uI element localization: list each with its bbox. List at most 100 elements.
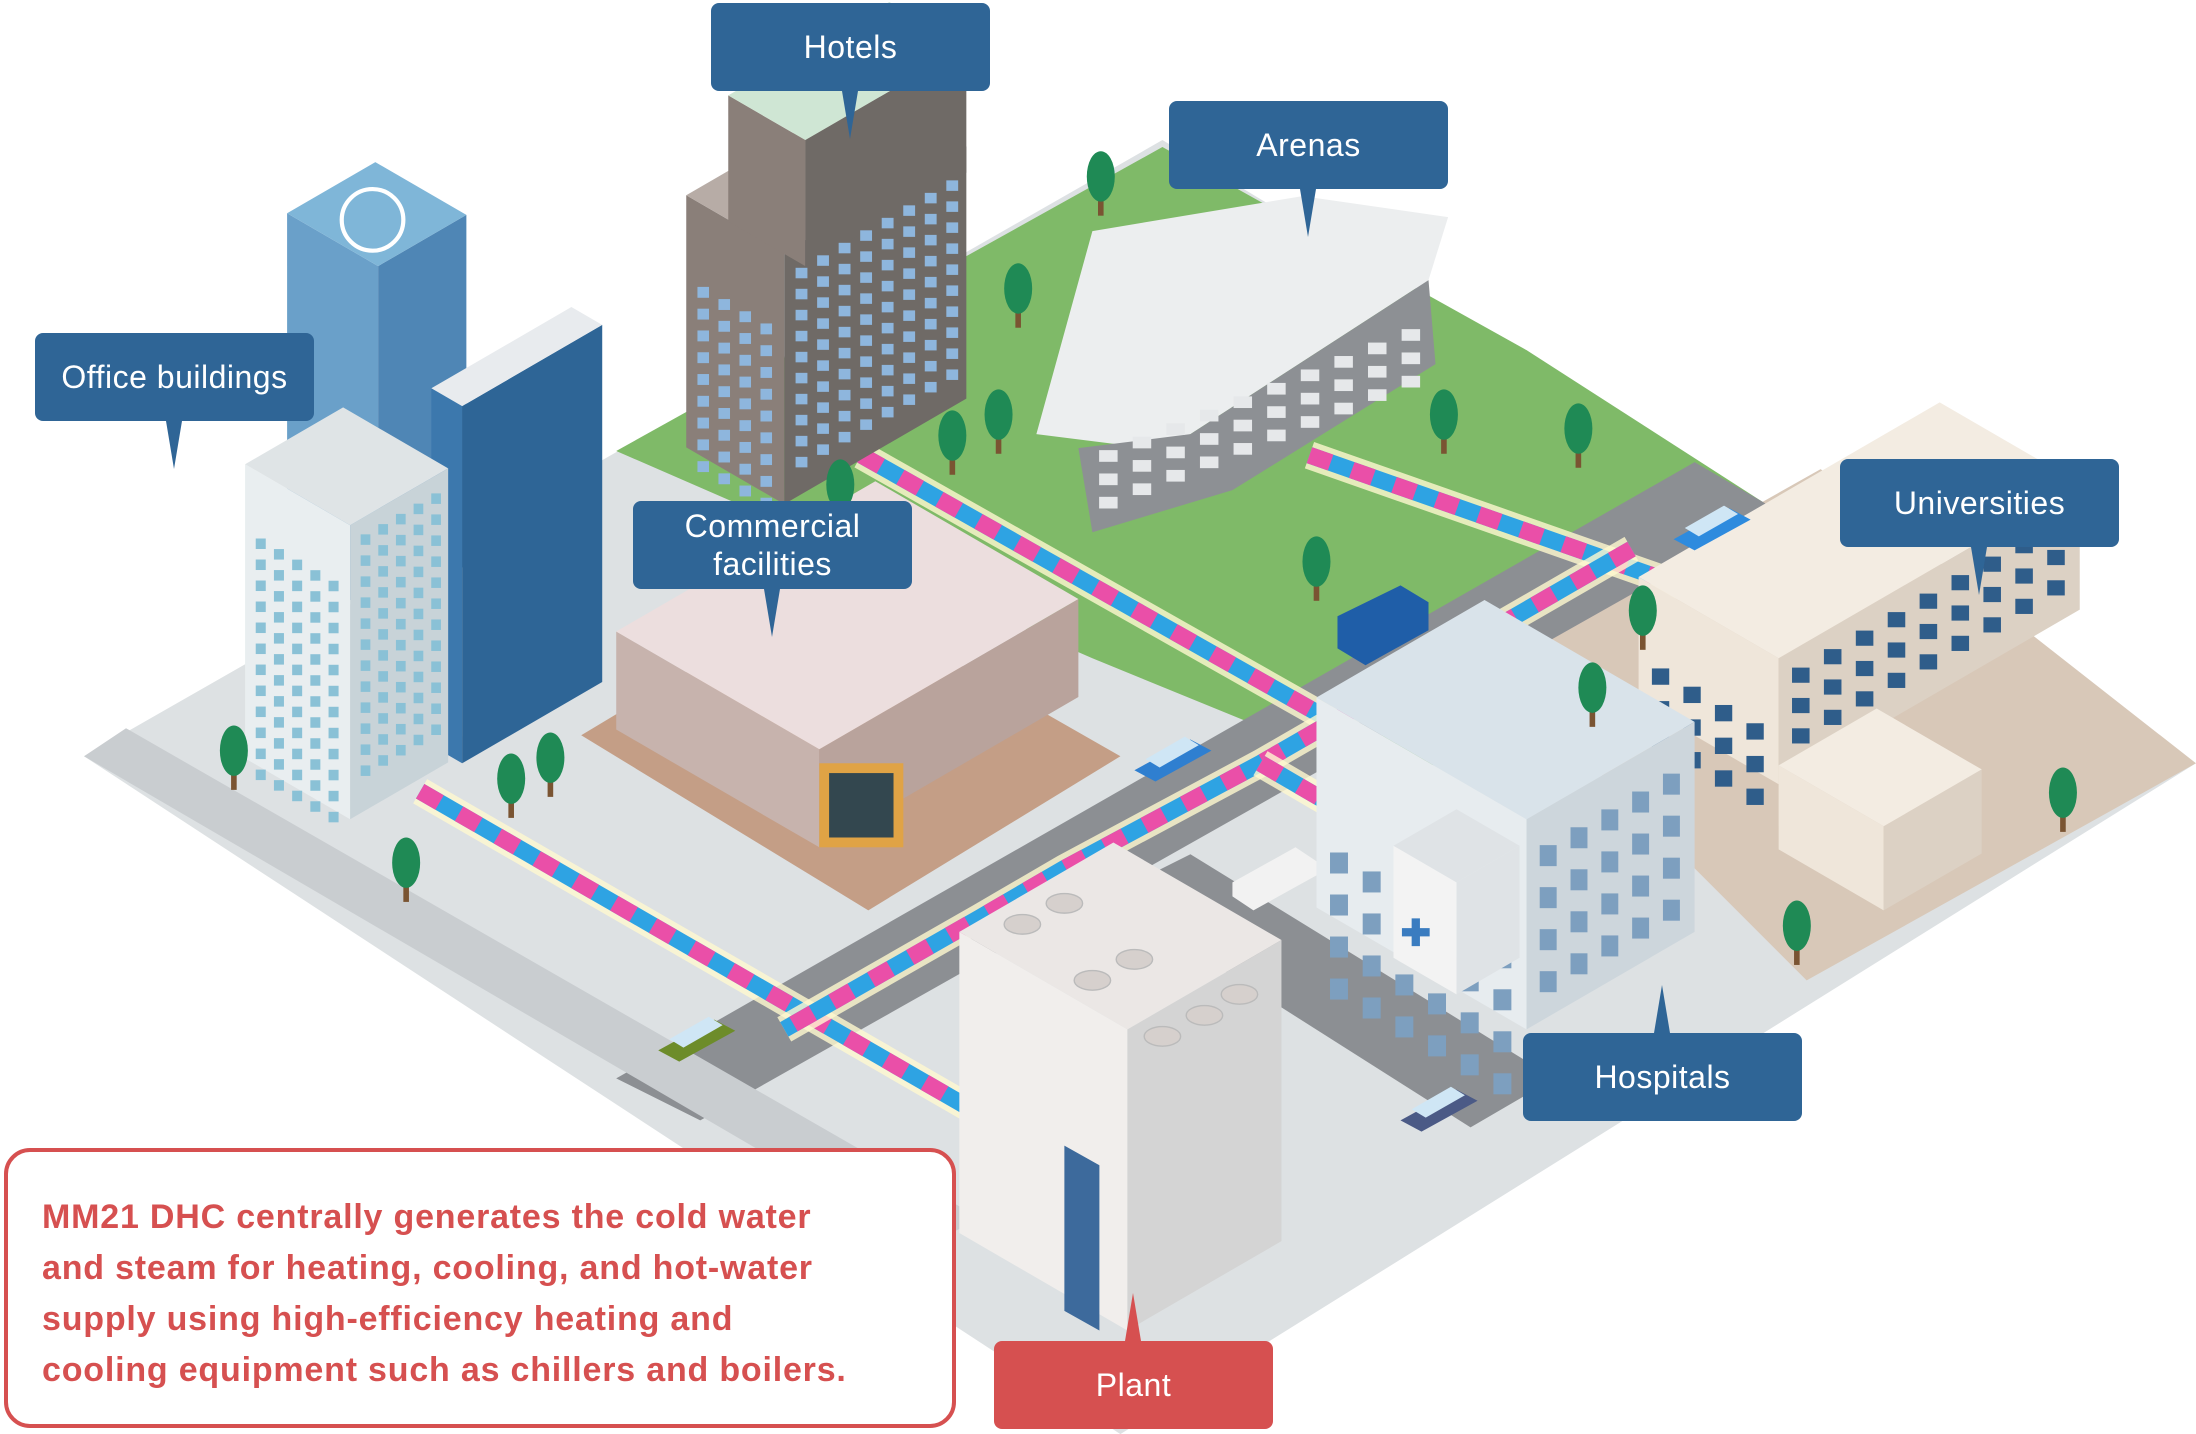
- office-windows: [360, 681, 371, 692]
- tree-icon: [938, 410, 967, 461]
- commercial-door: [829, 773, 894, 838]
- hotel-windows-right: [903, 310, 916, 321]
- office-windows: [273, 612, 284, 623]
- office-windows: [395, 681, 406, 693]
- hotel-windows-left: [739, 398, 752, 410]
- office-windows: [395, 513, 406, 525]
- description-line: and steam for heating, cooling, and hot-…: [42, 1249, 813, 1287]
- university-windows: [1792, 697, 1810, 714]
- office-windows: [395, 555, 406, 567]
- office-windows: [255, 622, 266, 634]
- office-windows: [413, 650, 424, 662]
- cross-icon: ✚: [1401, 912, 1432, 953]
- office-windows: [255, 643, 266, 655]
- hotel-windows-right: [838, 389, 851, 401]
- office-windows: [360, 597, 371, 608]
- arena-columns: [1132, 483, 1152, 496]
- university-windows: [1792, 728, 1810, 744]
- plant-roof-vent: [1045, 892, 1084, 914]
- hotel-windows-right: [946, 243, 959, 254]
- hotel-windows-right: [817, 318, 829, 329]
- hotel-windows-right: [795, 351, 808, 363]
- hospital-windows: [1539, 929, 1557, 951]
- office-windows: [431, 619, 441, 630]
- hotel-windows-left: [697, 417, 710, 429]
- hotel-windows-right: [881, 343, 894, 355]
- hotel-windows-right: [903, 247, 916, 258]
- office-windows: [431, 577, 441, 588]
- hospital-windows: [1539, 845, 1557, 867]
- hotel-windows-right: [860, 419, 873, 430]
- hospital-windows: [1539, 971, 1557, 993]
- university-wing-right-face: [1883, 769, 1982, 911]
- pipe-hotel-pink: [857, 447, 1349, 736]
- hotel-windows-right: [903, 394, 916, 405]
- office-windows: [378, 524, 389, 535]
- hotel-windows-right: [860, 356, 873, 367]
- hotel-windows-right: [860, 314, 873, 325]
- arena-columns: [1300, 369, 1320, 382]
- office-windows: [360, 723, 371, 734]
- tree-trunk: [1313, 581, 1320, 601]
- office-windows: [395, 597, 406, 609]
- office-windows: [310, 738, 321, 749]
- plant-roof-vent: [1143, 1025, 1182, 1047]
- arena-columns: [1166, 469, 1185, 482]
- office-windows: [328, 685, 339, 697]
- office-windows: [395, 744, 406, 756]
- arena-columns: [1199, 409, 1219, 422]
- office-tower-blue-right-face: [462, 324, 603, 764]
- arena-columns: [1099, 473, 1118, 486]
- university-windows: [1983, 586, 2001, 603]
- university-windows: [1887, 672, 1906, 688]
- hotel-windows-right: [838, 368, 851, 380]
- office-windows: [310, 801, 321, 812]
- hotel-windows-left: [760, 345, 773, 357]
- hotel-windows-right: [946, 285, 959, 296]
- arena-columns: [1334, 379, 1353, 392]
- hotel-windows-right: [817, 423, 829, 434]
- hotel-windows-right: [860, 377, 873, 388]
- office-windows: [310, 591, 321, 602]
- office-windows: [310, 717, 321, 728]
- pipe-left-pink: [415, 784, 971, 1114]
- office-windows: [292, 622, 303, 634]
- hotel-windows-right: [903, 352, 916, 363]
- plant-roof-vent: [1073, 969, 1112, 991]
- pipe-arena: [1306, 447, 1712, 604]
- office-windows: [255, 748, 266, 760]
- arena-columns: [1267, 382, 1286, 395]
- university-windows: [1919, 593, 1938, 609]
- hospital-windows: [1330, 894, 1348, 916]
- tree-icon: [984, 389, 1013, 440]
- arena-columns: [1199, 456, 1219, 469]
- hotel-windows-right: [924, 213, 937, 225]
- office-windows: [255, 559, 266, 571]
- hotel-windows-right: [817, 339, 829, 350]
- hotel-windows-right: [946, 201, 959, 212]
- tree-trunk: [231, 770, 237, 790]
- arena-columns: [1132, 436, 1152, 449]
- office-windows: [255, 601, 266, 613]
- hospital-windows: [1662, 815, 1680, 837]
- hospital-windows: [1539, 887, 1557, 909]
- hospital-windows: [1601, 851, 1619, 873]
- office-windows: [273, 633, 284, 644]
- description-line: cooling equipment such as chillers and b…: [42, 1351, 847, 1389]
- hospital-windows: [1493, 989, 1512, 1011]
- arena-columns: [1368, 389, 1387, 401]
- tree-trunk: [1097, 196, 1104, 216]
- hotel-windows-right: [924, 381, 937, 393]
- hotel-windows-left: [739, 354, 752, 366]
- hotel-windows-right: [795, 267, 808, 279]
- office-windows: [273, 759, 284, 770]
- hospital-building-roof: [1316, 599, 1695, 820]
- hotel-windows-right: [946, 369, 959, 380]
- university-windows: [1919, 654, 1938, 670]
- hotel-windows-right: [924, 297, 937, 309]
- hospital-windows: [1632, 875, 1650, 897]
- hospital-windows: [1662, 773, 1680, 795]
- hotel-windows-right: [924, 318, 937, 330]
- office-windows: [292, 706, 303, 718]
